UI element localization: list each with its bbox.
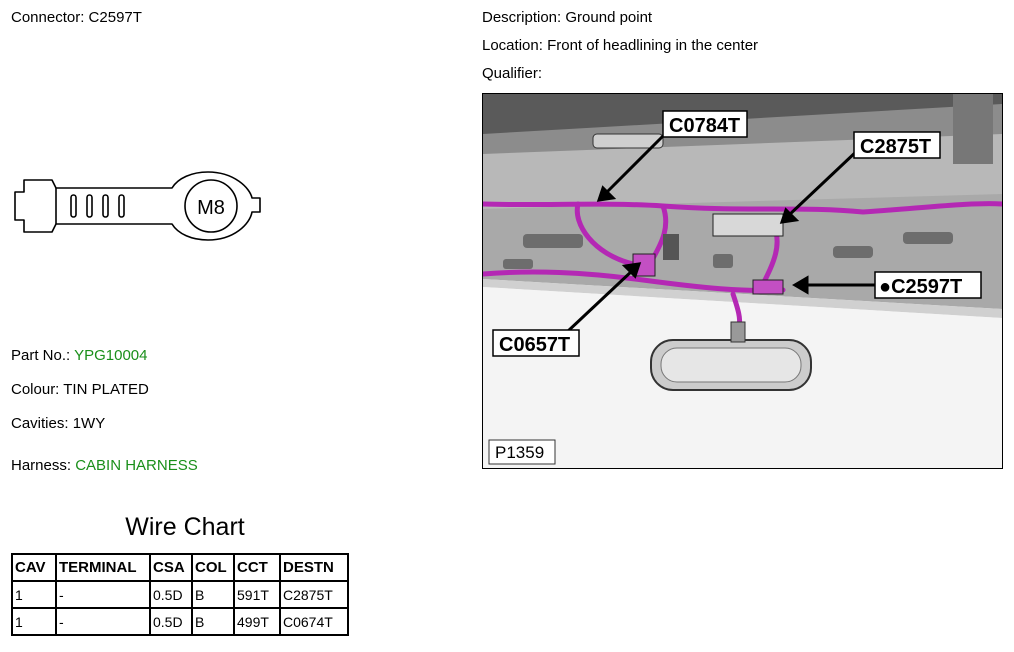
location-photo: C0784T C2875T ●C2597T C0657T P1359 <box>482 93 1003 469</box>
callout-c0784t: C0784T <box>669 115 740 137</box>
table-row: 1 - 0.5D B 591T C2875T <box>11 580 349 609</box>
description-value: Ground point <box>565 9 653 26</box>
wire-chart-title: Wire Chart <box>125 513 245 541</box>
header-terminal: TERMINAL <box>55 553 151 582</box>
cell-cct: 499T <box>233 607 281 636</box>
qualifier-label: Qualifier: <box>482 65 543 82</box>
part-no-link[interactable]: YPG10004 <box>74 347 148 364</box>
colour-label: Colour: <box>11 381 60 398</box>
header-cav: CAV <box>11 553 57 582</box>
callout-c2597t: ●C2597T <box>879 276 962 298</box>
cavities-field: Cavities: 1WY <box>11 415 105 432</box>
header-cct: CCT <box>233 553 281 582</box>
terminal-marking: M8 <box>197 197 225 219</box>
callout-c2875t: C2875T <box>860 136 931 158</box>
part-no-label: Part No.: <box>11 347 71 364</box>
wire-chart-table: CAV TERMINAL CSA COL CCT DESTN 1 - 0.5D … <box>11 553 349 636</box>
harness-field: Harness: CABIN HARNESS <box>11 457 198 474</box>
cell-csa: 0.5D <box>149 607 193 636</box>
cell-cct: 591T <box>233 580 281 609</box>
cell-terminal: - <box>55 607 151 636</box>
ring-terminal-drawing: M8 <box>14 171 261 241</box>
location-label: Location: <box>482 37 543 54</box>
header-destn: DESTN <box>279 553 349 582</box>
cell-csa: 0.5D <box>149 580 193 609</box>
cell-destn: C0674T <box>279 607 349 636</box>
cavities-value: 1WY <box>72 415 106 432</box>
colour-value: TIN PLATED <box>63 381 149 398</box>
colour-field: Colour: TIN PLATED <box>11 381 149 398</box>
harness-link[interactable]: CABIN HARNESS <box>75 457 198 474</box>
connector-field: Connector: C2597T <box>11 9 142 26</box>
cell-destn: C2875T <box>279 580 349 609</box>
qualifier-field: Qualifier: <box>482 65 542 82</box>
connector-label: Connector: <box>11 9 85 26</box>
part-no-field: Part No.: YPG10004 <box>11 347 147 364</box>
location-field: Location: Front of headlining in the cen… <box>482 37 758 54</box>
cell-terminal: - <box>55 580 151 609</box>
header-csa: CSA <box>149 553 193 582</box>
connector-value: C2597T <box>88 9 142 26</box>
table-row: 1 - 0.5D B 499T C0674T <box>11 607 349 636</box>
photo-ref: P1359 <box>495 443 544 462</box>
cell-cav: 1 <box>11 580 57 609</box>
cavities-label: Cavities: <box>11 415 69 432</box>
header-col: COL <box>191 553 235 582</box>
description-field: Description: Ground point <box>482 9 652 26</box>
cell-cav: 1 <box>11 607 57 636</box>
cell-col: B <box>191 580 235 609</box>
location-value: Front of headlining in the center <box>547 37 759 54</box>
harness-label: Harness: <box>11 457 72 474</box>
cell-col: B <box>191 607 235 636</box>
callout-c0657t: C0657T <box>499 334 570 356</box>
photo-illustration: C0784T C2875T ●C2597T C0657T P1359 <box>483 94 1002 468</box>
description-label: Description: <box>482 9 562 26</box>
table-header-row: CAV TERMINAL CSA COL CCT DESTN <box>11 553 349 582</box>
